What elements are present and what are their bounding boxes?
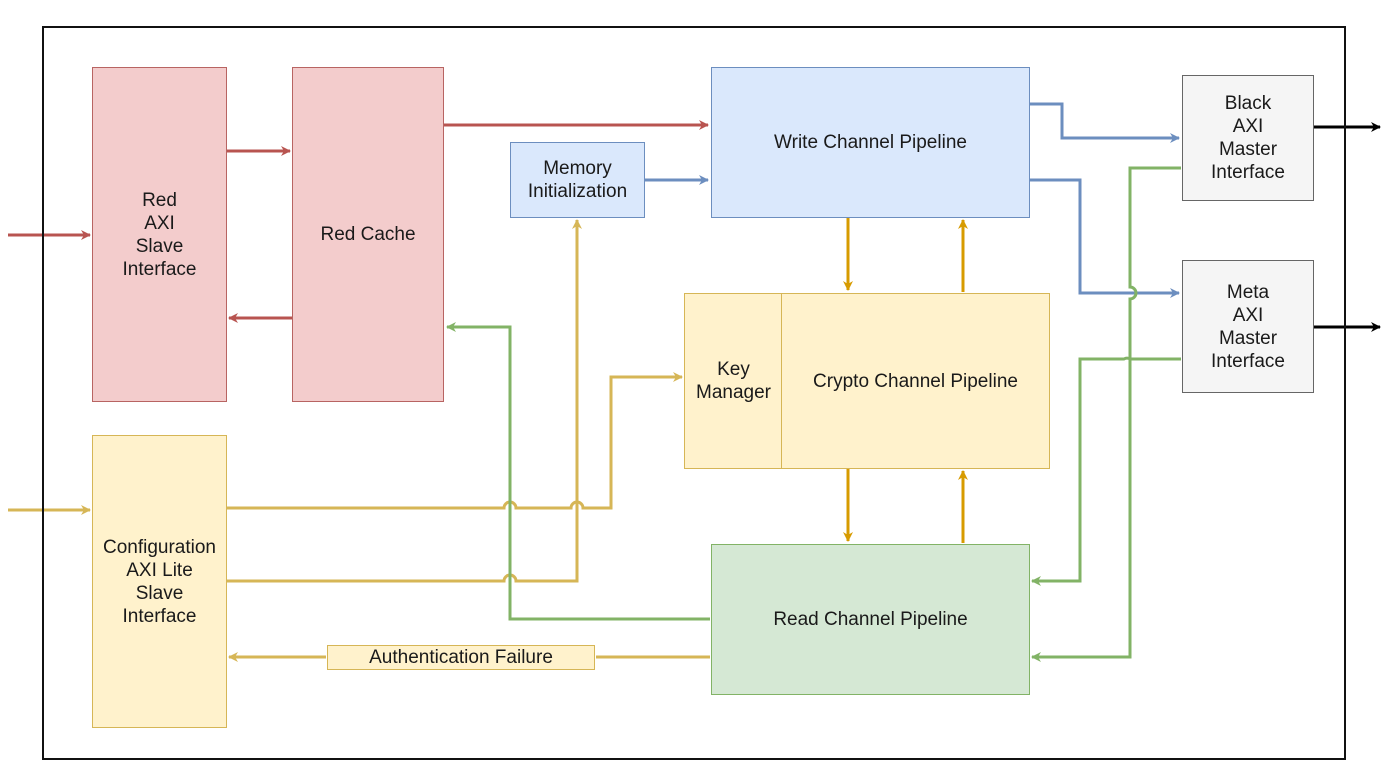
write-pipeline-label: Write Channel Pipeline: [774, 132, 967, 153]
crypto-channel-pipeline: Crypto Channel Pipeline: [781, 293, 1050, 469]
write-to-black-arrow: [1030, 102, 1180, 143]
memory-initialization: Memory Initialization: [510, 142, 645, 218]
red-cache: Red Cache: [292, 67, 444, 402]
memory-init-label: Memory Initialization: [527, 158, 628, 202]
black-axi-master-label: Black AXI Master Interface: [1211, 93, 1285, 183]
authentication-failure-label: Authentication Failure: [327, 645, 595, 670]
config-axi-lite-label: Configuration AXI Lite Slave Interface: [102, 536, 217, 627]
black-to-read-arrow: [1031, 166, 1181, 662]
read-to-red-cache-arrow: [446, 322, 710, 621]
red-axi-slave-interface: Red AXI Slave Interface: [92, 67, 227, 402]
meta-axi-master-label: Meta AXI Master Interface: [1211, 281, 1285, 372]
write-channel-pipeline: Write Channel Pipeline: [711, 67, 1030, 218]
key-manager-label: Key Manager: [696, 359, 771, 403]
meta-axi-master-interface: Meta AXI Master Interface: [1182, 260, 1314, 393]
crypto-pipeline-label: Crypto Channel Pipeline: [813, 370, 1018, 392]
outer-frame: [42, 26, 1346, 760]
auth-failure-text: Authentication Failure: [369, 646, 553, 668]
red-axi-slave-label: Red AXI Slave Interface: [122, 189, 197, 280]
black-axi-master-interface: Black AXI Master Interface: [1182, 75, 1314, 201]
meta-to-read-arrow: [1031, 356, 1181, 586]
read-pipeline-label: Read Channel Pipeline: [773, 609, 968, 630]
configuration-axi-lite-slave-interface: Configuration AXI Lite Slave Interface: [92, 435, 227, 728]
write-to-meta-arrow: [1030, 178, 1180, 298]
config-to-key-manager-arrow: [227, 372, 683, 510]
key-manager: Key Manager: [684, 293, 783, 469]
read-channel-pipeline: Read Channel Pipeline: [711, 544, 1030, 695]
red-cache-label: Red Cache: [320, 224, 416, 245]
